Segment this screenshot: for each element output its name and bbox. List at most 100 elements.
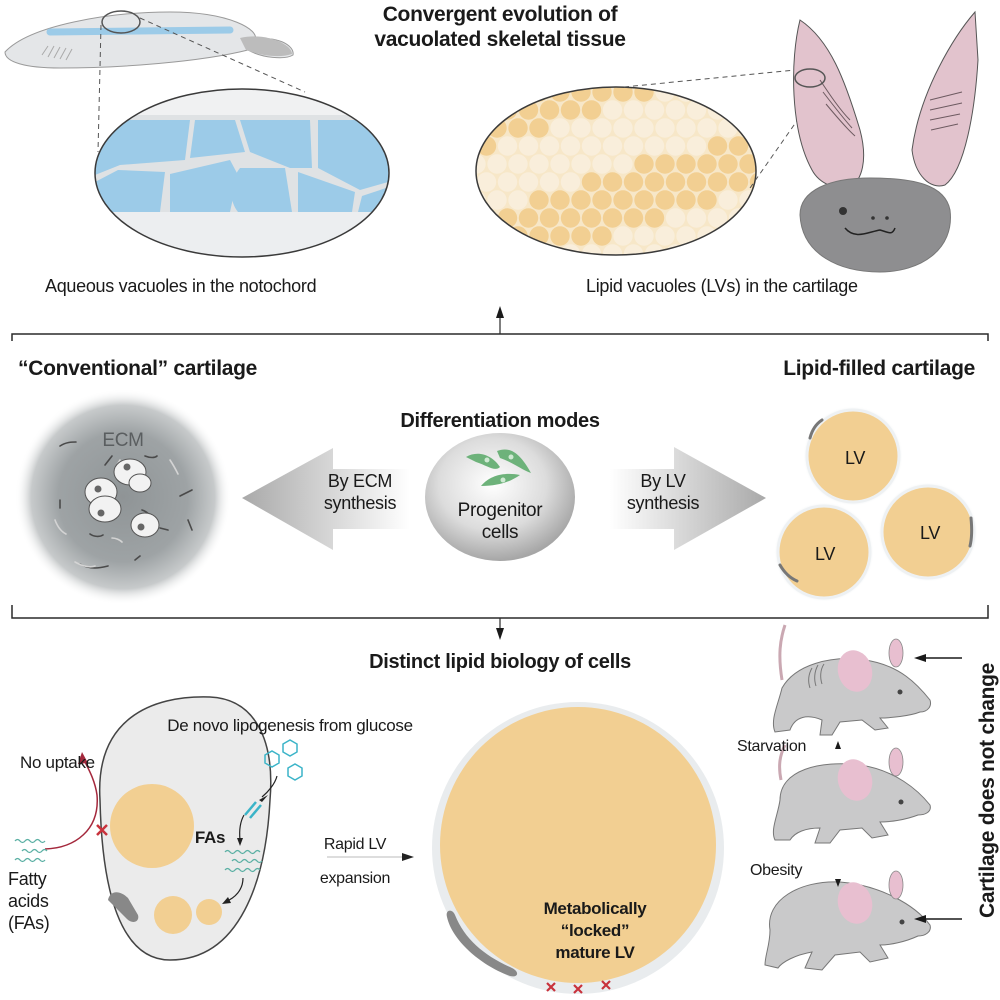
lipid-droplet (571, 154, 591, 174)
lipid-droplet (760, 190, 779, 209)
main-title-line2: vacuolated skeletal tissue (374, 28, 626, 51)
lipid-droplet (592, 190, 612, 210)
bottom-bracket (11, 605, 989, 640)
glucose-transporter-icon (244, 801, 262, 819)
chondrocyte-cell (99, 696, 272, 961)
arrowhead-icon (237, 838, 243, 846)
lipid-droplet (634, 154, 654, 174)
rapid-line2: expansion (319, 870, 391, 887)
lipid-droplet (634, 118, 654, 138)
mouse-arrows (835, 654, 962, 923)
lipid-droplet (592, 87, 612, 102)
lipid-droplet (560, 172, 581, 192)
mature-line3: mature LV (555, 943, 635, 962)
lipid-droplet (739, 226, 756, 246)
ecm-synthesis-line1: By ECM (327, 471, 393, 491)
lipid-droplet (676, 154, 696, 174)
lipid-droplet (613, 226, 633, 246)
progenitor-line2: cells (481, 522, 519, 543)
lipid-droplet (623, 172, 644, 192)
rapid-line1: Rapid LV (323, 836, 387, 853)
lipid-droplet (686, 100, 707, 120)
lipid-droplet (749, 100, 756, 120)
lipid-droplet (760, 118, 779, 137)
rapid-expansion-label: Rapid LV expansion (310, 828, 400, 896)
lipid-droplet (644, 100, 665, 120)
lipid-droplet (718, 87, 738, 102)
lipid-droplet (634, 226, 654, 246)
lipid-droplet (697, 118, 717, 138)
lipid-droplet (697, 226, 717, 246)
lipid-droplet (550, 190, 570, 210)
lipid-droplet (487, 154, 507, 174)
lipid-droplet (771, 208, 790, 227)
fatty-acids-line3: (FAs) (8, 913, 50, 933)
ecm-cartilage (15, 389, 231, 605)
lipid-droplet (529, 226, 549, 246)
lipid-droplet (644, 172, 665, 192)
lipid-droplet (634, 190, 654, 210)
lipid-droplet (539, 136, 560, 156)
lipid-droplet (518, 172, 539, 192)
lipid-droplet (518, 244, 539, 255)
lipid-droplet (728, 244, 749, 255)
arrow-up-icon (496, 306, 504, 318)
lipid-droplet (508, 154, 528, 174)
arrow-up-icon (835, 741, 841, 749)
lipid-droplet (539, 100, 560, 120)
lipid-droplet (508, 190, 528, 210)
lipid-droplet (560, 244, 581, 255)
lipid-droplet (560, 136, 581, 156)
fatty-acids-label: Fatty acids (FAs) (8, 868, 68, 934)
arrow-left-icon (914, 654, 926, 662)
lipid-droplet (592, 118, 612, 138)
lipid-droplet (613, 118, 633, 138)
lv-synthesis-arrow (610, 447, 766, 550)
lipid-droplet (613, 87, 633, 102)
lipid-droplet (476, 154, 486, 174)
lipid-droplet (497, 136, 518, 156)
progenitor-cells (425, 433, 575, 561)
lv-synthesis-label: By LV synthesis (608, 470, 718, 514)
lipid-droplet (602, 244, 623, 255)
mouse-normal (772, 744, 931, 844)
lipid-droplet (644, 244, 665, 255)
lipid-droplet (771, 244, 790, 263)
lipid-droplet (550, 154, 570, 174)
ecm-synthesis-label: By ECM synthesis (305, 470, 415, 514)
top-bracket (11, 306, 989, 341)
progenitor-line1: Progenitor (457, 500, 543, 521)
lipid-droplet (707, 208, 728, 228)
lipid-droplet (728, 172, 749, 192)
lipid-droplet (771, 136, 790, 155)
lipid-droplet (749, 208, 756, 228)
lipid-droplet (697, 154, 717, 174)
fatty-acid-squiggles (14, 838, 263, 873)
ecm-synthesis-arrow (242, 448, 410, 550)
lipid-droplet (487, 87, 507, 102)
lipid-droplet (581, 136, 602, 156)
lipid-droplet (655, 226, 675, 246)
lipid-droplet (760, 226, 779, 245)
lipid-droplet (728, 100, 749, 120)
lipid-droplet (571, 118, 591, 138)
lipid-droplet (760, 154, 779, 173)
lipid-droplet (518, 100, 539, 120)
lipid-droplet (476, 100, 497, 120)
lipid-droplet (602, 208, 623, 228)
lipid-filled-cartilage-heading: Lipid-filled cartilage (783, 357, 975, 380)
lipid-droplet (508, 118, 528, 138)
mature-line2: “locked” (560, 921, 630, 940)
lipid-droplet (665, 172, 686, 192)
lipid-droplet (749, 244, 756, 255)
cartilage-no-change-label: Cartilage does not change (976, 662, 999, 918)
lipid-droplet (497, 244, 518, 255)
lipid-droplet (602, 172, 623, 192)
lipid-droplet (676, 190, 696, 210)
lipid-droplet (476, 226, 486, 246)
lipid-droplet (508, 226, 528, 246)
lipid-droplet (560, 100, 581, 120)
lancelet-illustration (4, 10, 306, 153)
lipid-droplet (581, 100, 602, 120)
lv-synthesis-line2: synthesis (626, 493, 700, 513)
